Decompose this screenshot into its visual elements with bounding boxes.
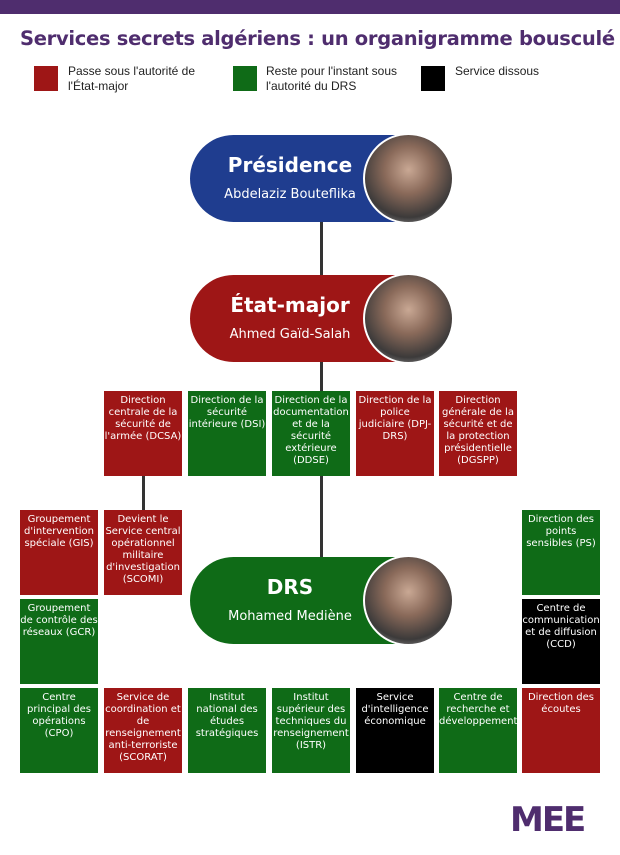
node-etat-major: État-major Ahmed Gaïd-Salah: [190, 273, 454, 364]
page-title: Services secrets algériens : un organigr…: [20, 27, 615, 50]
legend-swatch-green: [233, 66, 257, 91]
service-box: Groupement d'intervention spéciale (GIS): [20, 510, 98, 595]
top-bar: [0, 0, 620, 14]
connector: [142, 476, 145, 511]
service-box: Direction générale de la sécurité et de …: [439, 391, 517, 476]
service-box: Service d'intelligence économique: [356, 688, 434, 773]
service-box: Groupement de contrôle des réseaux (GCR): [20, 599, 98, 684]
service-box: Centre principal des opérations (CPO): [20, 688, 98, 773]
legend-label: Service dissous: [455, 64, 540, 78]
node-person: Abdelaziz Bouteflika: [224, 187, 356, 202]
node-name: État-major: [230, 293, 350, 317]
mee-logo: MEE: [510, 800, 586, 840]
service-box: Service de coordination et de renseignem…: [104, 688, 182, 773]
node-person: Mohamed Mediène: [228, 609, 352, 624]
connector: [320, 222, 323, 275]
legend-label: Passe sous l'autorité de l'État-major: [68, 64, 196, 93]
legend-label: Reste pour l'instant sous l'autorité du …: [266, 64, 398, 93]
node-name: DRS: [266, 575, 314, 599]
service-box: Institut national des études stratégique…: [188, 688, 266, 773]
node-person: Ahmed Gaïd-Salah: [229, 327, 351, 342]
service-box: Direction des écoutes: [522, 688, 600, 773]
service-box: Centre de communication et de diffusion …: [522, 599, 600, 684]
portrait-photo: [363, 133, 454, 224]
service-box: Direction de la documentation et de la s…: [272, 391, 350, 476]
service-box: Direction centrale de la sécurité de l'a…: [104, 391, 182, 476]
connector: [320, 476, 323, 558]
portrait-photo: [363, 273, 454, 364]
legend-swatch-red: [34, 66, 58, 91]
service-box: Devient le Service central opérationnel …: [104, 510, 182, 595]
service-box: Direction de la police judiciaire (DPJ-D…: [356, 391, 434, 476]
service-box: Centre de recherche et développement: [439, 688, 517, 773]
connector: [320, 362, 323, 392]
service-box: Institut supérieur des techniques du ren…: [272, 688, 350, 773]
node-presidence: Présidence Abdelaziz Bouteflika: [190, 133, 454, 224]
service-box: Direction de la sécurité intérieure (DSI…: [188, 391, 266, 476]
node-drs: DRS Mohamed Mediène: [190, 555, 454, 646]
legend-swatch-black: [421, 66, 445, 91]
node-name: Présidence: [227, 153, 353, 177]
portrait-photo: [363, 555, 454, 646]
service-box: Direction des points sensibles (PS): [522, 510, 600, 595]
